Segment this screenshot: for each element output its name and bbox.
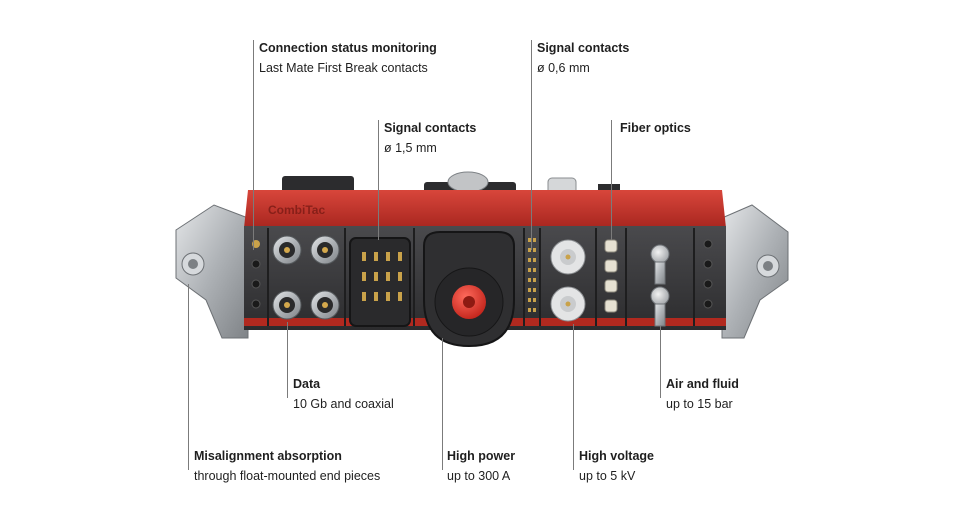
signal-0-6-strip: [528, 238, 536, 312]
callout-connection-status-title: Connection status monitoring: [259, 41, 437, 55]
callout-fiber-optics-title: Fiber optics: [620, 121, 691, 135]
callout-signal-1-5-title: Signal contacts: [384, 121, 477, 135]
callout-high-power-title: High power: [447, 449, 516, 463]
callout-high-voltage-title: High voltage: [579, 449, 655, 463]
callout-data-title: Data: [293, 377, 321, 391]
callout-misalignment-subtitle: through float-mounted end pieces: [194, 469, 381, 483]
callout-high-power-subtitle: up to 300 A: [447, 469, 511, 483]
high-voltage-module: [550, 239, 586, 322]
left-end-piece: [175, 204, 249, 339]
signal-1-5-module: [349, 237, 411, 327]
right-end-piece: [721, 204, 789, 339]
callout-signal-1-5-subtitle: ø 1,5 mm: [384, 141, 437, 155]
leader-misalignment: [188, 284, 189, 470]
leader-data: [287, 322, 288, 398]
callout-misalignment-title: Misalignment absorption: [194, 449, 342, 463]
callout-connection-status-subtitle: Last Mate First Break contacts: [259, 61, 428, 75]
callout-high-voltage-subtitle: up to 5 kV: [579, 469, 636, 483]
fiber-optics-module: [604, 239, 618, 313]
leader-air-fluid: [660, 326, 661, 398]
housing-brand-text: CombiTac: [268, 203, 325, 217]
leader-high-voltage: [573, 324, 574, 470]
callout-data-subtitle: 10 Gb and coaxial: [293, 397, 394, 411]
leader-fiber-optics: [611, 120, 612, 240]
high-power-module: [423, 231, 515, 348]
leader-connection-status: [253, 40, 254, 250]
air-fluid-module: [650, 244, 670, 327]
leader-signal-0-6: [531, 40, 532, 250]
callout-air-fluid-subtitle: up to 15 bar: [666, 397, 733, 411]
data-contacts: [272, 235, 340, 320]
leader-signal-1-5: [378, 120, 379, 240]
status-contacts-right: [703, 239, 713, 309]
callout-air-fluid-title: Air and fluid: [666, 377, 739, 391]
callout-signal-0-6-title: Signal contacts: [537, 41, 630, 55]
status-contacts-left: [251, 240, 261, 309]
leader-high-power: [442, 338, 443, 470]
callout-signal-0-6-subtitle: ø 0,6 mm: [537, 61, 590, 75]
